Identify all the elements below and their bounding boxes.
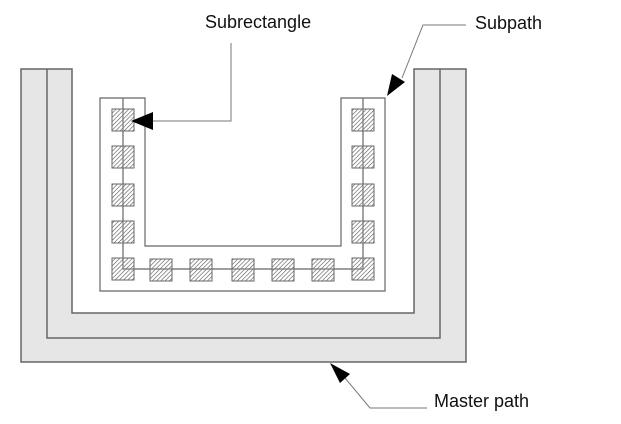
subrectangle-arrowhead bbox=[131, 112, 153, 130]
master-path-arrowhead bbox=[330, 363, 350, 383]
subrectangle-bottom-4 bbox=[271, 258, 295, 282]
subrectangle-label: Subrectangle bbox=[205, 12, 311, 32]
master-path-label: Master path bbox=[434, 391, 529, 411]
subrectangle-bottom-5 bbox=[311, 258, 335, 282]
subrectangle-bottom-2 bbox=[189, 258, 213, 282]
subpath-label: Subpath bbox=[475, 13, 542, 33]
master-path bbox=[20, 68, 467, 363]
subpath-centerline-overlay bbox=[122, 98, 364, 270]
subpath-arrowhead bbox=[387, 74, 405, 96]
subrectangle-bottom-3 bbox=[231, 258, 255, 282]
master-path-centerline bbox=[46, 69, 441, 339]
subrectangles-group bbox=[111, 98, 375, 282]
subpath-centerline bbox=[122, 98, 364, 270]
subrectangle-bottom-1 bbox=[149, 258, 173, 282]
subpath-leader-line bbox=[401, 24, 466, 79]
master-path-leader-line bbox=[344, 377, 427, 409]
subrectangle-leader-line bbox=[150, 43, 232, 122]
